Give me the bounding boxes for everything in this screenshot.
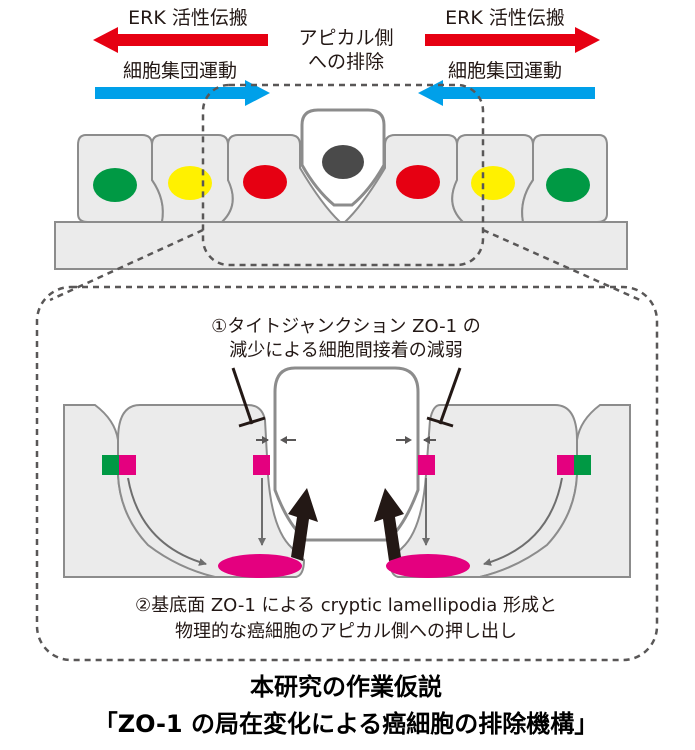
nucleus-yellow bbox=[168, 166, 212, 200]
caption-line2: 「ZO-1 の局在変化による癌細胞の排除機構」 bbox=[94, 710, 599, 738]
zo1-markers bbox=[102, 455, 591, 578]
push-arrow-right bbox=[374, 488, 404, 561]
note1-line2: 減少による細胞間接着の減弱 bbox=[229, 340, 462, 361]
apical-label-line1: アピカル側 bbox=[298, 27, 393, 49]
note2-line2: 物理的な癌細胞のアピカル側への押し出し bbox=[175, 621, 517, 642]
basement-substrate bbox=[54, 221, 628, 270]
migration-arrow-right bbox=[418, 80, 595, 106]
inhibition-line bbox=[231, 367, 254, 425]
migration-label-right: 細胞集団運動 bbox=[448, 60, 562, 82]
junction-gap-arrows bbox=[256, 436, 436, 444]
relocalization-arrows bbox=[127, 477, 563, 566]
inhibition-bar bbox=[426, 416, 454, 428]
tight-junction-zo1 bbox=[557, 455, 574, 475]
basal-zo1-lamellipodia bbox=[218, 554, 302, 578]
tight-junction-zo1-reduced bbox=[418, 455, 435, 475]
inhibition-symbols bbox=[231, 367, 462, 428]
zoom-box bbox=[201, 83, 485, 267]
tight-junction-zo1-reduced bbox=[253, 455, 270, 475]
nucleus-red bbox=[243, 165, 287, 199]
caption-line1: 本研究の作業仮説 bbox=[250, 673, 442, 701]
erk-arrow-right bbox=[425, 27, 600, 53]
push-arrow-left bbox=[288, 488, 318, 561]
nucleus-green bbox=[546, 168, 590, 202]
apical-label-line2: への排除 bbox=[308, 51, 384, 73]
nucleus-green bbox=[93, 168, 137, 202]
erk-label-left: ERK 活性伝搬 bbox=[128, 7, 248, 29]
basal-zo1-lamellipodia bbox=[386, 554, 470, 578]
cancer-nucleus bbox=[322, 145, 364, 179]
note2-line1: ②基底面 ZO-1 による cryptic lamellipodia 形成と bbox=[135, 595, 557, 616]
inhibition-line bbox=[438, 367, 462, 425]
epithelial-cell-row bbox=[77, 108, 608, 223]
push-arrows bbox=[288, 488, 404, 561]
zoom-connector-right bbox=[482, 228, 641, 302]
nuclei bbox=[93, 145, 590, 202]
relocation-arrow bbox=[483, 477, 563, 566]
migration-label-left: 細胞集団運動 bbox=[123, 60, 237, 82]
tight-junction-zo1 bbox=[119, 455, 136, 475]
green-junction-marker bbox=[102, 455, 119, 475]
erk-arrow-left bbox=[93, 27, 268, 53]
nucleus-yellow bbox=[471, 166, 515, 200]
neighbor-cell-far-right bbox=[479, 404, 631, 578]
inhibition-bar bbox=[238, 416, 266, 428]
green-junction-marker bbox=[574, 455, 591, 475]
note1-line1: ①タイトジャンクション ZO-1 の bbox=[211, 316, 481, 337]
detail-cells bbox=[63, 366, 631, 578]
relocation-arrow bbox=[127, 477, 207, 566]
nucleus-red bbox=[396, 165, 440, 199]
erk-label-right: ERK 活性伝搬 bbox=[445, 7, 565, 29]
detail-panel bbox=[35, 285, 659, 662]
migration-arrow-left bbox=[95, 80, 270, 106]
